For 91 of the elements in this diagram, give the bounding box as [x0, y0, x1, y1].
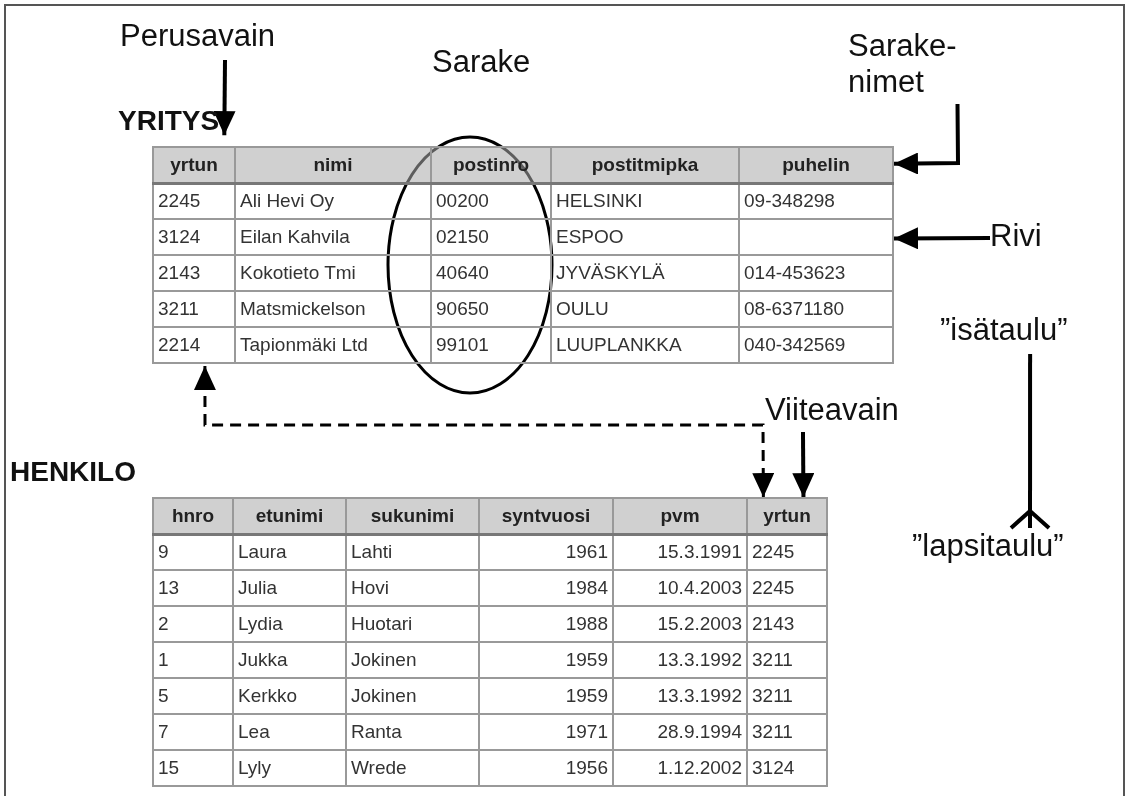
- table-cell: Ranta: [346, 714, 479, 750]
- table-cell: 3211: [153, 291, 235, 327]
- table-cell: Julia: [233, 570, 346, 606]
- annotation-label: ”lapsitaulu”: [912, 528, 1122, 570]
- table-cell: 5: [153, 678, 233, 714]
- table-cell: 08-6371180: [739, 291, 893, 327]
- table-cell: 13.3.1992: [613, 678, 747, 714]
- column-header: yrtun: [153, 147, 235, 183]
- table-cell: 09-348298: [739, 183, 893, 219]
- column-header: nimi: [235, 147, 431, 183]
- table-cell: 2245: [153, 183, 235, 219]
- table-cell: 1984: [479, 570, 613, 606]
- table-cell: 1: [153, 642, 233, 678]
- table-cell: 3211: [747, 642, 827, 678]
- table-cell: 2143: [153, 255, 235, 291]
- table-cell: 3211: [747, 678, 827, 714]
- column-header: etunimi: [233, 498, 346, 534]
- table-cell: 15.2.2003: [613, 606, 747, 642]
- annotation-label: Perusavain: [120, 18, 295, 60]
- table-cell: OULU: [551, 291, 739, 327]
- table-cell: 1961: [479, 534, 613, 570]
- column-header: syntvuosi: [479, 498, 613, 534]
- table-cell: Lyly: [233, 750, 346, 786]
- table-cell: 1956: [479, 750, 613, 786]
- table-cell: 2214: [153, 327, 235, 363]
- table-cell: 014-453623: [739, 255, 893, 291]
- table-cell: 1971: [479, 714, 613, 750]
- table-cell: Tapionmäki Ltd: [235, 327, 431, 363]
- table-cell: Kerkko: [233, 678, 346, 714]
- table-cell: Jokinen: [346, 642, 479, 678]
- table-cell: 1959: [479, 642, 613, 678]
- column-header: hnro: [153, 498, 233, 534]
- table-cell: Lydia: [233, 606, 346, 642]
- table-cell: 1.12.2002: [613, 750, 747, 786]
- table-cell: 13: [153, 570, 233, 606]
- table-cell: LUUPLANKKA: [551, 327, 739, 363]
- table-cell: 7: [153, 714, 233, 750]
- table-cell: Wrede: [346, 750, 479, 786]
- column-header: pvm: [613, 498, 747, 534]
- table-cell: Huotari: [346, 606, 479, 642]
- column-header: sukunimi: [346, 498, 479, 534]
- column-header: puhelin: [739, 147, 893, 183]
- table-cell: Kokotieto Tmi: [235, 255, 431, 291]
- table-title: YRITYS: [118, 104, 220, 138]
- table-cell: 9: [153, 534, 233, 570]
- table-cell: Laura: [233, 534, 346, 570]
- table-title: HENKILO: [10, 455, 136, 489]
- table-cell: 1988: [479, 606, 613, 642]
- table-cell: Eilan Kahvila: [235, 219, 431, 255]
- arrow: [893, 104, 960, 175]
- arrow: [213, 59, 236, 136]
- annotation-label: Viiteavain: [765, 392, 940, 432]
- table-cell: Hovi: [346, 570, 479, 606]
- table-cell: 90650: [431, 291, 551, 327]
- table-cell: 00200: [431, 183, 551, 219]
- column-header: yrtun: [747, 498, 827, 534]
- table-cell: 40640: [431, 255, 551, 291]
- annotation-label: Sarake: [432, 44, 531, 80]
- annotation-label: ”isätaulu”: [940, 312, 1110, 354]
- table-cell: 3124: [153, 219, 235, 255]
- table-cell: 2: [153, 606, 233, 642]
- table-cell: 10.4.2003: [613, 570, 747, 606]
- table-cell: 2245: [747, 570, 827, 606]
- table-cell: Jokinen: [346, 678, 479, 714]
- column-header: postitmipka: [551, 147, 739, 183]
- table-cell: JYVÄSKYLÄ: [551, 255, 739, 291]
- table-cell: Lahti: [346, 534, 479, 570]
- table-cell: 2245: [747, 534, 827, 570]
- table-cell: 3124: [747, 750, 827, 786]
- table-cell: 02150: [431, 219, 551, 255]
- table-cell: Jukka: [233, 642, 346, 678]
- table-cell: HELSINKI: [551, 183, 739, 219]
- table-cell: 2143: [747, 606, 827, 642]
- table-cell: 040-342569: [739, 327, 893, 363]
- arrow: [792, 432, 815, 498]
- table-cell: 28.9.1994: [613, 714, 747, 750]
- table-cell: 3211: [747, 714, 827, 750]
- table-cell: Ali Hevi Oy: [235, 183, 431, 219]
- table-cell: 1959: [479, 678, 613, 714]
- table-cell: 13.3.1992: [613, 642, 747, 678]
- dashed-arrow: [193, 366, 775, 498]
- table-cell: 15.3.1991: [613, 534, 747, 570]
- arrow: [894, 227, 990, 250]
- table-cell: ESPOO: [551, 219, 739, 255]
- annotation-label: Sarake- nimet: [848, 28, 998, 104]
- annotation-label: Rivi: [990, 218, 1065, 258]
- table-cell: Matsmickelson: [235, 291, 431, 327]
- table-cell: 15: [153, 750, 233, 786]
- table-cell: Lea: [233, 714, 346, 750]
- table-cell: 99101: [431, 327, 551, 363]
- crows-foot-line: [1009, 354, 1051, 530]
